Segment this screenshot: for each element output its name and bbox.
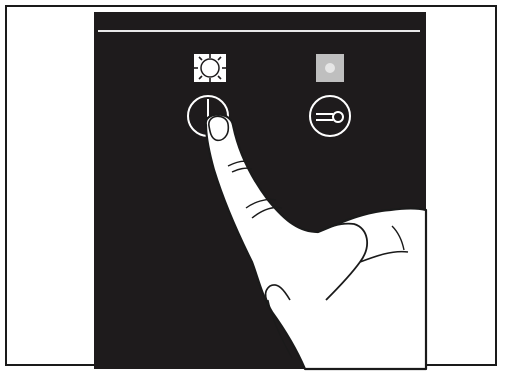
control-panel bbox=[94, 12, 426, 369]
panel-divider-line bbox=[98, 30, 420, 32]
